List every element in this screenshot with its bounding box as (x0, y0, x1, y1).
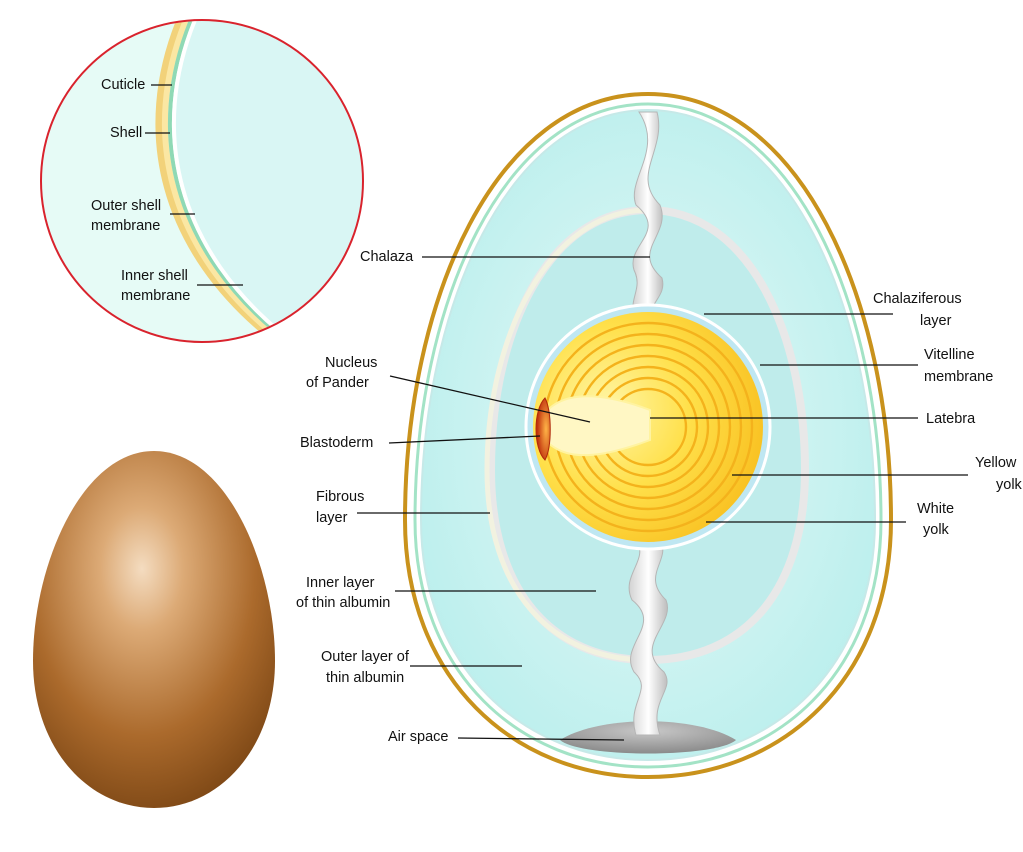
label-white-yolk: White (917, 501, 954, 517)
fibrous-layer-line (484, 207, 649, 663)
label-chalaziferous-layer: Chalaziferous (873, 291, 962, 307)
zoom-outer-membrane-layer (167, 21, 288, 341)
label-chalaza: Chalaza (360, 249, 414, 265)
label-yellow-yolk-2: yolk (996, 477, 1023, 493)
label-inner-shell-membrane-2: membrane (121, 288, 190, 304)
label-vitelline-membrane: Vitelline (924, 347, 975, 363)
label-fibrous-layer: Fibrous (316, 489, 364, 505)
label-white-yolk-2: yolk (923, 522, 950, 538)
label-inner-shell-membrane: Inner shell (121, 268, 188, 284)
shell-zoom-inset: Cuticle Shell Outer shell membrane Inner… (40, 19, 364, 343)
label-outer-shell-membrane: Outer shell (91, 198, 161, 214)
leader-blastoderm (388, 435, 541, 444)
latebra (539, 395, 651, 457)
blastoderm (535, 397, 551, 461)
leader-air-space (457, 737, 625, 741)
cross-section-outer-membrane (413, 102, 883, 769)
zoom-cuticle-layer (155, 21, 278, 341)
chalaza-lower (628, 539, 668, 736)
label-inner-thin-albumin-2: of thin albumin (296, 595, 390, 611)
label-nucleus-of-pander: Nucleus (325, 355, 377, 371)
label-outer-shell-membrane-2: membrane (91, 218, 160, 234)
label-outer-thin-albumin-2: thin albumin (326, 670, 404, 686)
label-blastoderm: Blastoderm (300, 435, 373, 451)
label-cuticle: Cuticle (101, 77, 145, 93)
leader-nucleus-of-pander (389, 375, 591, 423)
zoom-border (40, 19, 364, 343)
label-outer-thin-albumin: Outer layer of (321, 649, 410, 665)
label-vitelline-membrane-2: membrane (924, 369, 993, 385)
zoom-shell-layer (161, 21, 283, 341)
egg-cross-section (402, 91, 894, 780)
air-space (560, 721, 736, 754)
label-chalaziferous-layer-2: layer (920, 313, 952, 329)
label-air-space: Air space (388, 729, 448, 745)
whole-brown-egg (33, 451, 275, 808)
label-fibrous-layer-2: layer (316, 510, 348, 526)
label-shell: Shell (110, 125, 142, 141)
label-nucleus-of-pander-2: of Pander (306, 375, 369, 391)
zoom-inner-membrane-layer (171, 21, 292, 341)
label-yellow-yolk: Yellow (975, 455, 1017, 471)
label-latebra: Latebra (926, 411, 976, 427)
label-inner-thin-albumin: Inner layer (306, 575, 375, 591)
